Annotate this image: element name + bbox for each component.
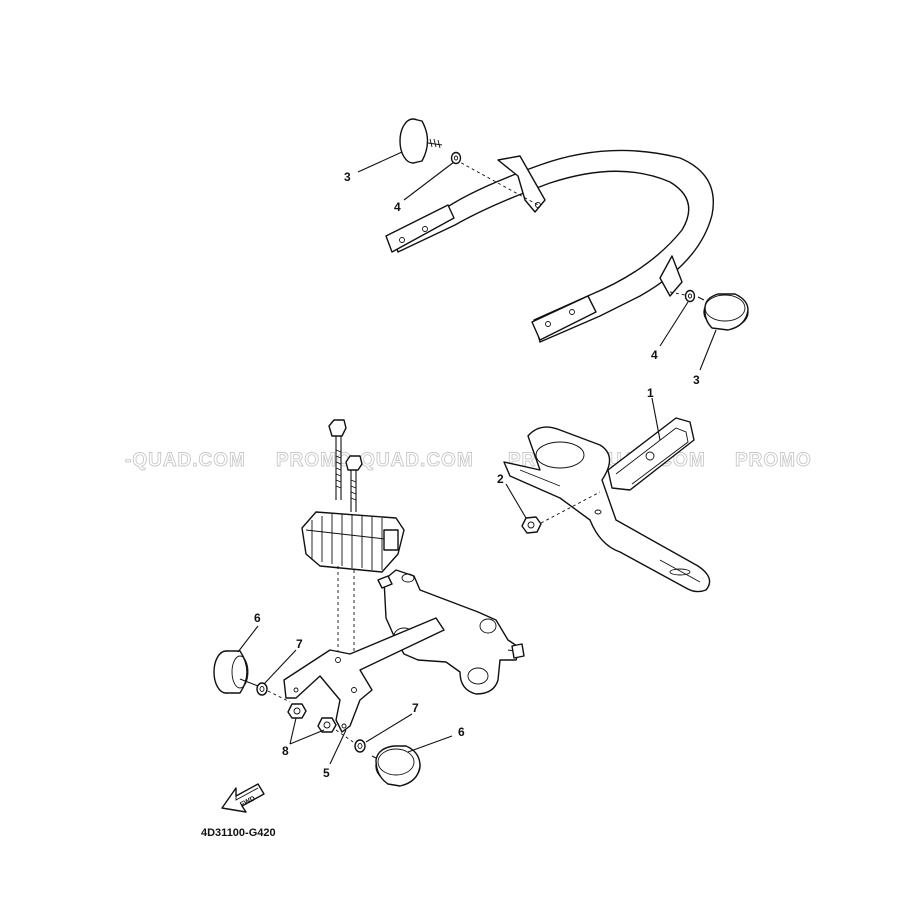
nut	[317, 717, 337, 733]
fwd-arrow-icon: FWD	[221, 783, 265, 813]
callout-label: 7	[296, 637, 303, 651]
washer	[354, 739, 366, 753]
callout-label: 3	[344, 170, 351, 184]
rubber-damper	[213, 650, 259, 694]
rectifier-regulator	[301, 511, 405, 573]
reflector	[607, 417, 695, 491]
callout-label: 6	[254, 611, 261, 625]
callout-label: 1	[647, 386, 654, 400]
washer	[684, 289, 696, 303]
bolt	[328, 419, 347, 500]
frame-bracket	[377, 569, 525, 695]
watermark: -QUAD.COM	[125, 450, 246, 471]
callout-label: 3	[693, 373, 700, 387]
reflector-bracket	[503, 426, 711, 593]
callout-label: 4	[394, 200, 401, 214]
callout-label: 4	[651, 348, 658, 362]
nut	[287, 703, 307, 719]
nut	[521, 516, 542, 534]
washer	[256, 682, 268, 696]
mounting-plate	[283, 617, 445, 733]
callout-label: 7	[412, 701, 419, 715]
grab-bar	[385, 149, 714, 343]
callout-label: 5	[323, 766, 330, 780]
rubber-damper	[399, 118, 443, 164]
callout-labels: 1 2 3 3 4 4 5 6 6 7 7 8	[254, 170, 700, 780]
callout-label: 2	[497, 472, 504, 486]
rubber-damper	[697, 293, 749, 331]
bolt	[345, 455, 363, 512]
watermark: PROMO-QUAD.COM	[276, 450, 474, 471]
washer	[450, 151, 462, 165]
watermark-row: -QUAD.COM PROMO-QUAD.COM PROMO-QUAD.COM …	[125, 450, 812, 472]
callout-label: 8	[282, 744, 289, 758]
callout-label: 6	[458, 725, 465, 739]
rubber-damper	[371, 745, 421, 787]
drawing-code: 4D31100-G420	[201, 827, 276, 839]
leader-lines	[237, 151, 717, 765]
watermark: PROMO	[735, 450, 812, 471]
